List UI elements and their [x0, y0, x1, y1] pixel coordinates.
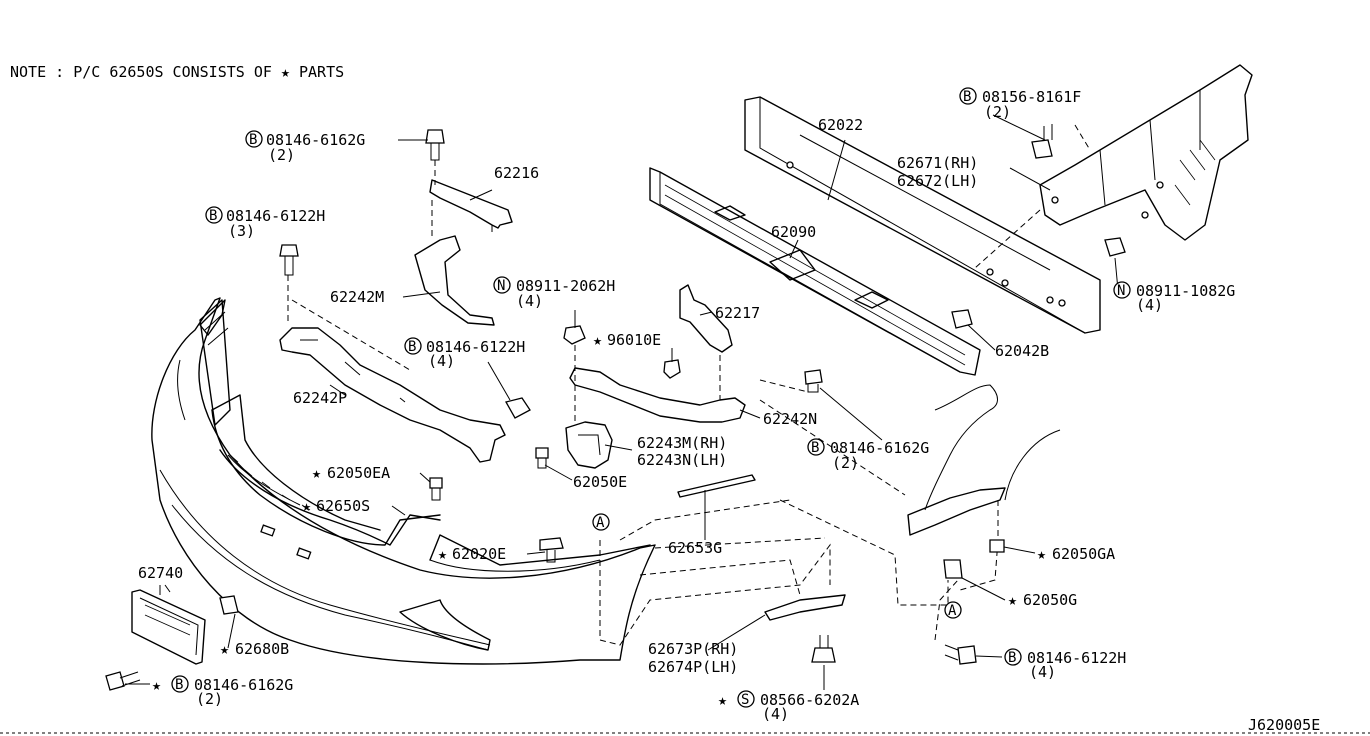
label-62050g: 62050G [1023, 591, 1077, 609]
absorber-62090-drawing [649, 167, 981, 376]
label-62050e: 62050E [573, 473, 627, 491]
nut-circle-n-icon [493, 276, 511, 294]
label-62022: 62022 [818, 116, 863, 134]
label-08146-6162g-top: 08146-6162G [266, 131, 365, 149]
label-62090: 62090 [771, 223, 816, 241]
bolt-circle-b-icon [205, 206, 223, 224]
bolt-circle-b-icon [245, 130, 263, 148]
label-08911-1082g: 08911-1082G [1136, 282, 1235, 300]
strip-62653g-drawing [677, 474, 756, 540]
qty-4-1082g: (4) [1136, 296, 1163, 314]
qty-2-right: (2) [832, 454, 859, 472]
bracket-62216-drawing [429, 160, 513, 232]
circle-b-glyph: B [175, 677, 183, 693]
star-icon: ★ [438, 545, 447, 563]
qty-3: (3) [228, 222, 255, 240]
label-62671: 62671(RH) [897, 154, 978, 172]
star-icon: ★ [220, 640, 229, 658]
label-08146-6162g-bottom: 08146-6162G [194, 676, 293, 694]
ref-a-glyph: A [596, 515, 605, 531]
star-icon: ★ [1037, 545, 1046, 563]
label-62217: 62217 [715, 304, 760, 322]
star-icon: ★ [152, 676, 161, 694]
qty-4-s: (4) [762, 705, 789, 723]
label-08566-6202a: 08566-6202A [760, 691, 859, 709]
label-08156-8161f: 08156-8161F [982, 88, 1081, 106]
star-icon: ★ [593, 331, 602, 349]
label-62020e: 62020E [452, 545, 506, 563]
reinforcement-62022-drawing [744, 96, 1101, 334]
label-08146-6122h-mid: 08146-6122H [426, 338, 525, 356]
label-08146-6122h-left: 08146-6122H [226, 207, 325, 225]
circle-b-glyph: B [1008, 650, 1016, 666]
label-62674p: 62674P(LH) [648, 658, 738, 676]
bolt-circle-b-icon [807, 438, 825, 456]
label-08911-2062h: 08911-2062H [516, 277, 615, 295]
screw-circle-s-icon [737, 690, 755, 708]
label-62242p: 62242P [293, 389, 347, 407]
bolt-circle-b-icon [959, 87, 977, 105]
bumper-side-bracket-drawing [199, 299, 231, 426]
label-62216: 62216 [494, 164, 539, 182]
qty-2-top: (2) [268, 146, 295, 164]
bolt-circle-b-icon [404, 337, 422, 355]
label-62243m: 62243M(RH) [637, 434, 727, 452]
label-62050ea: 62050EA [327, 464, 390, 482]
circle-b-glyph: B [209, 208, 217, 224]
stay-62242m-drawing [414, 200, 495, 326]
note-text: NOTE : P/C 62650S CONSISTS OF ★ PARTS [10, 63, 344, 81]
label-62650s: 62650S [316, 497, 370, 515]
qty-2-bottom: (2) [196, 690, 223, 708]
circle-b-glyph: B [963, 89, 971, 105]
qty-4-n: (4) [516, 292, 543, 310]
part-labels: B 08146-6162G (2) 62216 B 08146-6122H (3… [138, 87, 1320, 734]
bracket-62243m-drawing [565, 345, 613, 469]
label-96010e: 96010E [607, 331, 661, 349]
ref-a-circle-icon [944, 601, 962, 619]
qty-4-mid: (4) [428, 352, 455, 370]
nut-circle-n-icon [1113, 281, 1131, 299]
circle-n-glyph: N [1117, 283, 1125, 299]
label-62680b: 62680B [235, 640, 289, 658]
bolt-circle-b-icon [171, 675, 189, 693]
leader-lines [125, 114, 1119, 690]
label-62740: 62740 [138, 564, 183, 582]
label-62653g: 62653G [668, 539, 722, 557]
label-62672: 62672(LH) [897, 172, 978, 190]
circle-b-glyph: B [249, 132, 257, 148]
star-icon: ★ [718, 691, 727, 709]
stay-62242p-drawing [279, 275, 506, 463]
label-62243n: 62243N(LH) [637, 451, 727, 469]
circle-b-glyph: B [811, 440, 819, 456]
label-62042b: 62042B [995, 342, 1049, 360]
qty-4-right: (4) [1029, 663, 1056, 681]
star-icon: ★ [1008, 591, 1017, 609]
qty-2-8161f: (2) [984, 103, 1011, 121]
circle-s-glyph: S [741, 692, 749, 708]
circle-b-glyph: B [408, 339, 416, 355]
reinforcement-62650s-drawing [219, 449, 441, 546]
label-62242m: 62242M [330, 288, 384, 306]
fasteners-drawing [105, 124, 1126, 691]
bolt-circle-b-icon [1004, 648, 1022, 666]
right-side-bracket-drawing [759, 384, 1061, 641]
star-icon: ★ [312, 464, 321, 482]
label-62673p: 62673P(RH) [648, 640, 738, 658]
circle-n-glyph: N [497, 278, 505, 294]
diagram-code: J620005E [1248, 716, 1320, 734]
label-08146-6122h-right: 08146-6122H [1027, 649, 1126, 667]
star-icon: ★ [302, 497, 311, 515]
label-08146-6162g-right: 08146-6162G [830, 439, 929, 457]
ref-a-circle-icon [592, 513, 610, 531]
bracket-62673p-drawing [599, 499, 846, 646]
label-62050ga: 62050GA [1052, 545, 1115, 563]
bumper-fascia-drawing [151, 297, 656, 665]
side-member-drawing [974, 64, 1253, 269]
stay-62242n-drawing [569, 284, 809, 423]
label-62242n: 62242N [763, 410, 817, 428]
license-bracket-62740-drawing [131, 585, 206, 665]
ref-a-glyph: A [948, 603, 957, 619]
